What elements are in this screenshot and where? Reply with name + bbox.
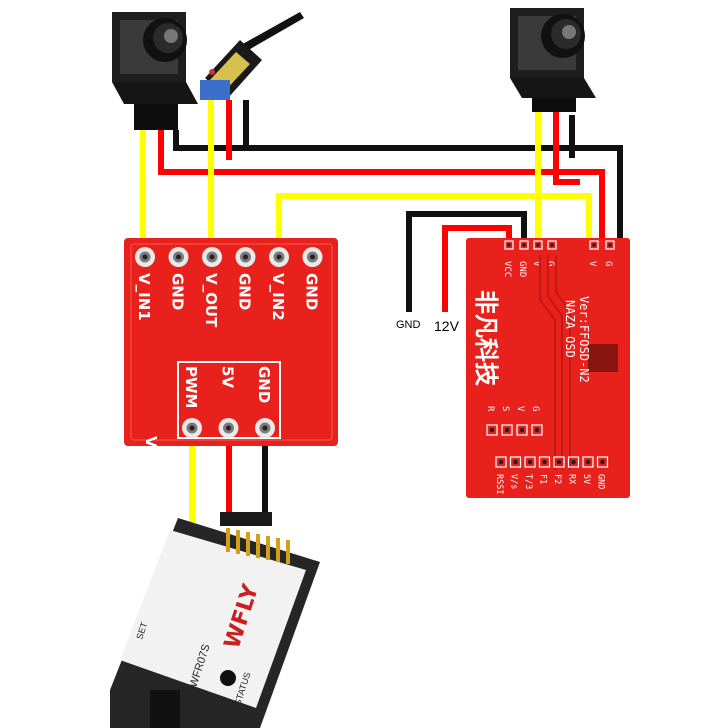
receiver-icon <box>110 512 320 728</box>
switch-pin-5: GND <box>302 247 323 310</box>
osd-top-pin-label: V <box>531 261 541 267</box>
receiver: WFLY WFR07S SET STATUS <box>110 512 320 728</box>
switch-top-pins: V_IN1 GND V_OUT GND V_IN2 GND <box>135 247 323 328</box>
osd-bottom-pin-label: F2 <box>552 474 562 484</box>
osd-bottom-pin-4: F2 <box>552 456 565 484</box>
camera-1 <box>112 12 198 130</box>
osd-bottom-pins: RSSI V/s T/3 F1 F2 RX 5V GND <box>494 456 609 494</box>
osd-bottom-pin-5: RX <box>567 456 580 485</box>
osd-mid-pin-3: G <box>530 406 543 436</box>
osd-mid-pin-label: V <box>515 406 525 412</box>
osd-bottom-pin-6: 5V <box>581 456 594 484</box>
osd-top-pin-label: V <box>587 261 597 267</box>
osd-model-label: Ver:FFOSD-N2 <box>577 296 591 383</box>
power-12v-label: 12V <box>434 318 460 334</box>
osd-top-pin-label: VCC <box>502 261 512 277</box>
osd-top-pin-0: VCC <box>502 240 514 277</box>
wire-cam2-power <box>553 105 580 185</box>
switch-pin-label: V_IN2 <box>269 273 287 321</box>
osd-top-pin-4: V <box>587 240 599 267</box>
osd-top-pin-1: GND <box>517 240 529 277</box>
osd-bottom-pin-2: T/3 <box>523 456 536 489</box>
osd-top-pin-3: G <box>545 240 557 266</box>
osd-mid-pin-label: R <box>485 406 495 412</box>
osd-bottom-pin-7: GND <box>596 456 609 489</box>
osd-chinese-label: 非凡科技 <box>472 290 500 387</box>
switch-ctrl-pin-0: PWM <box>182 366 202 438</box>
camera-icon <box>510 8 596 112</box>
switch-ctrl-pin-label: PWM <box>182 366 200 408</box>
osd-top-pin-2: V <box>531 240 543 267</box>
osd-top-pin-label: G <box>603 261 613 266</box>
wire-cam1-gnd <box>173 130 623 240</box>
osd-bottom-pin-label: T/3 <box>523 474 533 489</box>
switch-pin-label: V_IN1 <box>135 273 153 321</box>
switch-pin-1: GND <box>168 247 189 310</box>
osd-top-pin-5: G <box>603 240 615 266</box>
osd-bottom-pin-0: RSSI <box>494 456 507 494</box>
wires <box>140 100 623 540</box>
osd-bottom-pin-label: RSSI <box>494 474 504 494</box>
switch-ctrl-pin-1: 5V <box>218 366 239 438</box>
camera-icon <box>112 12 198 130</box>
osd-bottom-pin-label: V/s <box>509 474 519 489</box>
switch-ctrl-pin-label: GND <box>255 366 273 403</box>
osd-mid-pin-label: G <box>530 406 540 411</box>
osd-top-pin-label: G <box>545 261 555 266</box>
osd-top-pin-label: GND <box>517 261 527 277</box>
switch-pin-label: GND <box>303 273 321 310</box>
switch-ctrl-pin-2: GND <box>255 366 275 438</box>
wire-power-12v <box>442 225 512 312</box>
video-transmitter-icon <box>200 12 304 100</box>
power-gnd-label: GND <box>396 319 421 331</box>
switch-pin-label: V_OUT <box>202 273 220 328</box>
switch-pin-3: GND <box>235 247 256 310</box>
osd-bottom-pin-3: F1 <box>538 456 551 484</box>
switch-pin-2: V_OUT <box>202 247 222 328</box>
switch-pin-label: GND <box>169 273 187 310</box>
osd-bottom-pin-label: RX <box>567 474 577 485</box>
switch-ctrl-pin-label: 5V <box>219 366 237 388</box>
osd-bottom-pin-1: V/s <box>509 456 522 489</box>
osd-mid-pin-label: S <box>500 406 510 411</box>
osd-mid-pin-1: S <box>500 406 513 436</box>
osd-mid-pin-2: V <box>515 406 528 436</box>
switch-control-pins: PWM 5V GND <box>182 366 275 438</box>
receiver-header-pins <box>226 528 290 564</box>
wire-cam1-power <box>158 130 605 240</box>
osd-bottom-pin-label: F1 <box>538 474 548 484</box>
osd-bottom-pin-label: GND <box>596 474 606 489</box>
camera-2 <box>510 8 596 112</box>
switch-pin-0: V_IN1 <box>135 247 155 321</box>
video-transmitter <box>200 12 304 100</box>
osd-bottom-pin-label: 5V <box>581 474 591 484</box>
osd-traces <box>539 255 571 470</box>
switch-pin-label: GND <box>236 273 254 310</box>
switch-version-label: Ver:A1 <box>142 436 160 492</box>
wire-vin2-osd <box>276 193 592 248</box>
osd-title-label: NAZA OSD <box>563 300 577 358</box>
switch-pin-4: V_IN2 <box>269 247 289 321</box>
wire-power-gnd <box>406 211 527 312</box>
osd-mid-pin-0: R <box>485 406 498 436</box>
